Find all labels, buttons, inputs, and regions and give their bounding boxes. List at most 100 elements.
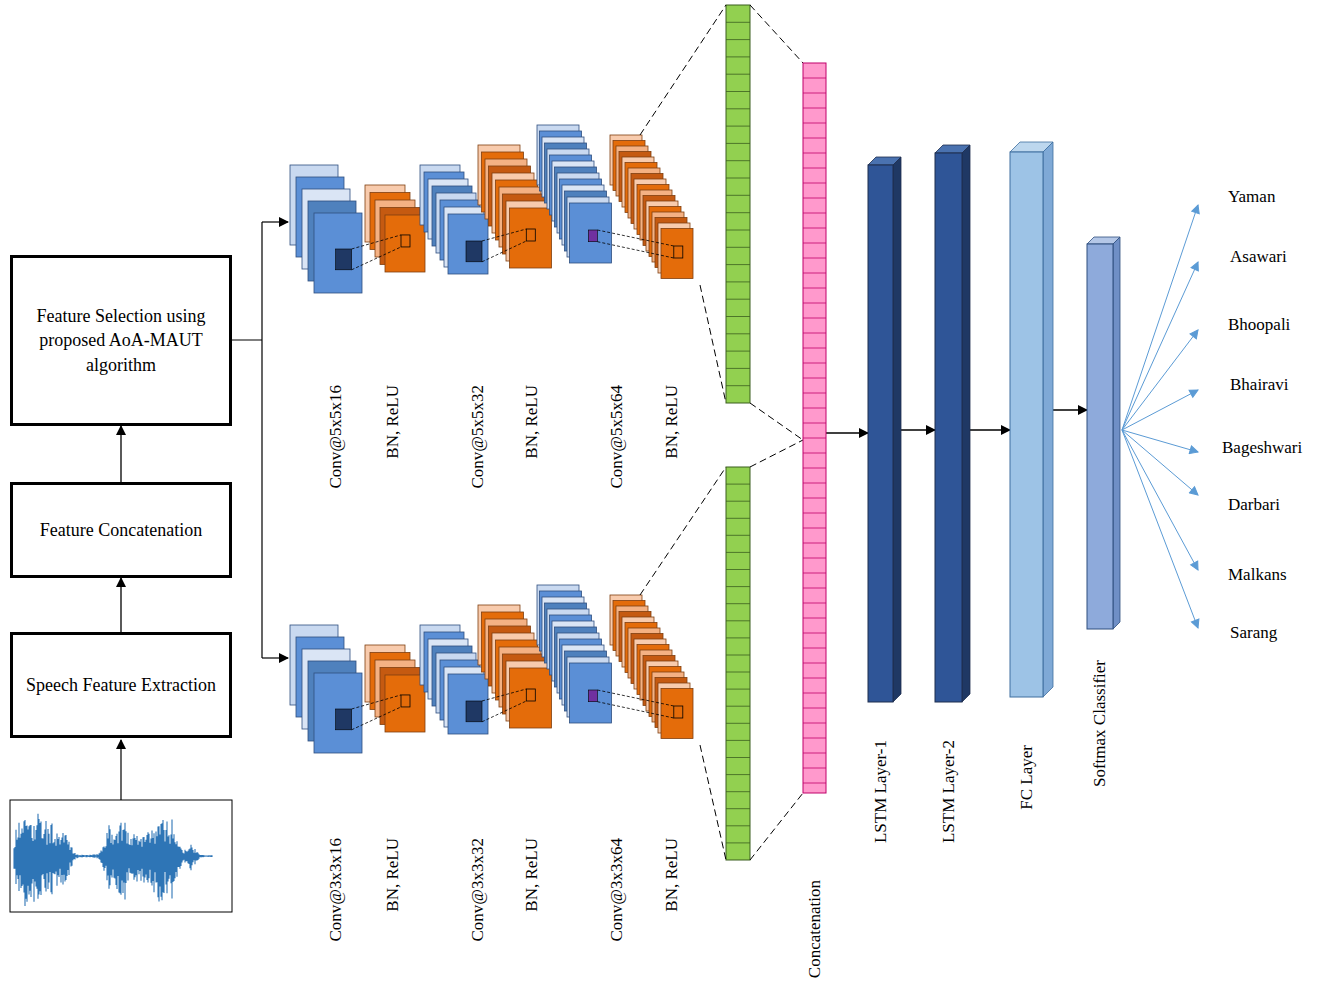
- layer-bar: FC Layer: [1010, 142, 1053, 697]
- process-box: Speech Feature Extraction: [10, 632, 232, 738]
- feature-map: [314, 673, 362, 753]
- kernel-output: [401, 235, 410, 247]
- branch-line: [232, 222, 262, 658]
- box-text: Feature Concatenation: [40, 518, 202, 542]
- class-label: Bageshwari: [1222, 438, 1302, 458]
- class-arrow: [1122, 330, 1198, 430]
- layer-shape: [803, 63, 826, 793]
- layer-label: BN, ReLU: [662, 838, 682, 912]
- connector: [901, 429, 935, 430]
- layer-front: [868, 165, 893, 702]
- kernel-output: [526, 229, 535, 241]
- class-arrow: [1122, 205, 1198, 430]
- projection-line: [352, 235, 401, 270]
- waveform: [14, 814, 212, 906]
- waveform-frame: [10, 800, 232, 912]
- layer-shape: [1010, 142, 1053, 697]
- arrow: [262, 657, 288, 658]
- layer-front: [1087, 244, 1113, 629]
- layer-bar: LSTM Layer-2: [935, 145, 970, 702]
- class-label: Darbari: [1228, 495, 1280, 515]
- box-text: Feature Selection using proposed AoA-MAU…: [23, 304, 219, 377]
- layer-shape: [1087, 237, 1120, 629]
- connector: [1053, 409, 1087, 410]
- feature-map: [570, 203, 612, 263]
- layer-label: BN, ReLU: [383, 838, 403, 912]
- layer-label: LSTM Layer-2: [939, 740, 959, 843]
- layer-label: BN, ReLU: [522, 385, 542, 459]
- feature-map: [510, 668, 552, 728]
- class-arrow: [1122, 430, 1198, 495]
- kernel-output: [401, 695, 410, 707]
- flatten-vector-cells: [726, 22, 750, 385]
- feature-map: [385, 675, 425, 732]
- projection-line: [597, 230, 673, 258]
- feature-map: [661, 229, 693, 279]
- layer-label: LSTM Layer-1: [871, 740, 891, 843]
- layer-front: [1010, 152, 1043, 697]
- kernel-window: [588, 690, 597, 702]
- class-label: Bhoopali: [1228, 315, 1290, 335]
- kernel-window: [466, 241, 482, 262]
- feature-map: [510, 208, 552, 268]
- class-label: Bhairavi: [1230, 375, 1289, 395]
- box-text: Speech Feature Extraction: [26, 673, 216, 697]
- class-label: Yaman: [1228, 187, 1275, 207]
- class-label: Asawari: [1230, 247, 1287, 267]
- flatten-vector-cells: [726, 484, 750, 843]
- kernel-output: [526, 689, 535, 701]
- layer-front: [935, 153, 962, 702]
- class-arrow: [1122, 430, 1198, 452]
- feature-map: [448, 674, 488, 734]
- layer-side: [893, 157, 901, 702]
- projection-line: [482, 229, 526, 262]
- vector-cells: [803, 78, 826, 783]
- kernel-window: [336, 249, 352, 270]
- class-arrow: [1122, 262, 1198, 430]
- layer-label: Conv@3x3x32: [468, 838, 488, 942]
- projection-line: [482, 689, 526, 722]
- layer-front: [803, 63, 826, 793]
- layer-label: BN, ReLU: [383, 385, 403, 459]
- layer-label: FC Layer: [1017, 745, 1037, 810]
- layer-bar: Concatenation: [803, 63, 826, 793]
- connector: [970, 429, 1010, 430]
- dashed-projection: [640, 5, 803, 860]
- layer-label: Conv@3x3x64: [607, 838, 627, 942]
- kernel-window: [466, 701, 482, 722]
- layer-label: BN, ReLU: [662, 385, 682, 459]
- class-label: Malkans: [1228, 565, 1287, 585]
- class-label: Sarang: [1230, 623, 1277, 643]
- process-box: Feature Concatenation: [10, 482, 232, 578]
- feature-map: [385, 215, 425, 272]
- kernel-output: [674, 246, 683, 258]
- layer-label: Concatenation: [805, 880, 825, 978]
- layer-side: [1113, 237, 1120, 629]
- arrow: [120, 740, 121, 800]
- layer-bar: LSTM Layer-1: [868, 157, 901, 702]
- class-arrow: [1122, 390, 1198, 430]
- connector: [120, 426, 121, 482]
- layer-bar: Softmax Classifier: [1087, 237, 1120, 629]
- class-arrow: [1122, 430, 1198, 570]
- layer-shape: [868, 157, 901, 702]
- connector: [826, 432, 868, 433]
- layer-label: Conv@5x5x64: [607, 385, 627, 489]
- layer-label: Softmax Classifier: [1090, 660, 1110, 787]
- flatten-vector: [726, 5, 750, 403]
- layer-side: [962, 145, 970, 702]
- feature-map: [448, 214, 488, 274]
- process-box: Feature Selection using proposed AoA-MAU…: [10, 255, 232, 426]
- layer-label: Conv@5x5x32: [468, 385, 488, 489]
- feature-map: [661, 689, 693, 739]
- flatten-vector: [726, 467, 750, 860]
- feature-map: [570, 663, 612, 723]
- layer-shape: [935, 145, 970, 702]
- class-arrow: [1122, 430, 1198, 628]
- layer-label: BN, ReLU: [522, 838, 542, 912]
- projection-line: [352, 695, 401, 730]
- feature-map: [314, 213, 362, 293]
- layer-label: Conv@3x3x16: [326, 838, 346, 942]
- kernel-window: [588, 230, 597, 242]
- kernel-output: [674, 706, 683, 718]
